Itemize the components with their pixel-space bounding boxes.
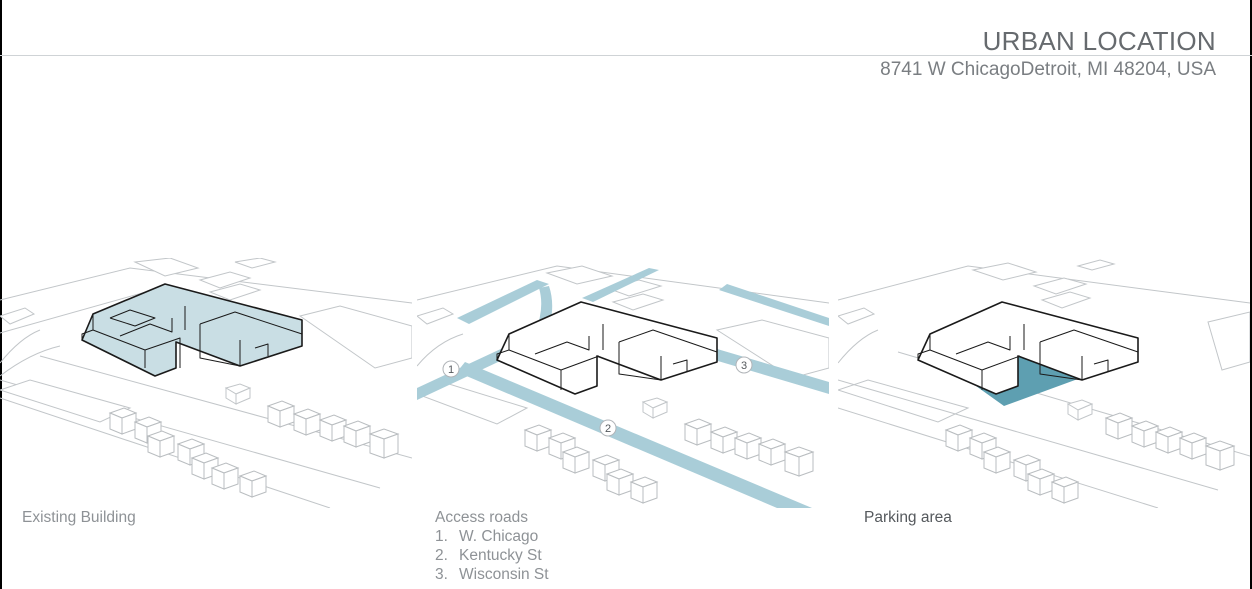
existing-building-diagram: [0, 258, 412, 508]
list-item: 2.Kentucky St: [435, 547, 542, 564]
caption-access-roads: Access roads 1.W. Chicago 2.Kentucky St …: [435, 508, 549, 584]
road-name: W. Chicago: [459, 528, 539, 545]
access-roads-list: 1.W. Chicago 2.Kentucky St 3.Wisconsin S…: [435, 527, 549, 584]
panel-existing-building: [0, 258, 412, 508]
road-number: 2: [435, 547, 444, 564]
access-roads-diagram: 1 2 3: [417, 265, 829, 508]
page-address: 8741 W ChicagoDetroit, MI 48204, USA: [880, 59, 1216, 80]
road-number: 1: [435, 528, 444, 545]
road-marker-2-label: 2: [605, 423, 611, 435]
road-name: Kentucky St: [459, 547, 542, 564]
parking-area-diagram: [838, 259, 1250, 508]
page-title: URBAN LOCATION: [982, 26, 1216, 56]
road-marker-3-label: 3: [741, 360, 747, 372]
access-roads-heading: Access roads: [435, 509, 529, 526]
road-marker-3: 3: [735, 356, 753, 374]
header-divider: [0, 55, 1252, 56]
list-item: 1.W. Chicago: [435, 528, 539, 545]
road-name: Wisconsin St: [459, 566, 549, 583]
panel-access-roads: 1 2 3: [417, 258, 829, 508]
road-number: 3: [435, 566, 444, 583]
road-marker-1: 1: [442, 360, 460, 378]
caption-parking-area: Parking area: [864, 509, 952, 526]
road-marker-1-label: 1: [448, 364, 454, 376]
panel-parking-area: [838, 258, 1250, 508]
road-marker-2: 2: [599, 419, 617, 437]
list-item: 3.Wisconsin St: [435, 566, 549, 583]
caption-existing-building: Existing Building: [22, 509, 136, 526]
